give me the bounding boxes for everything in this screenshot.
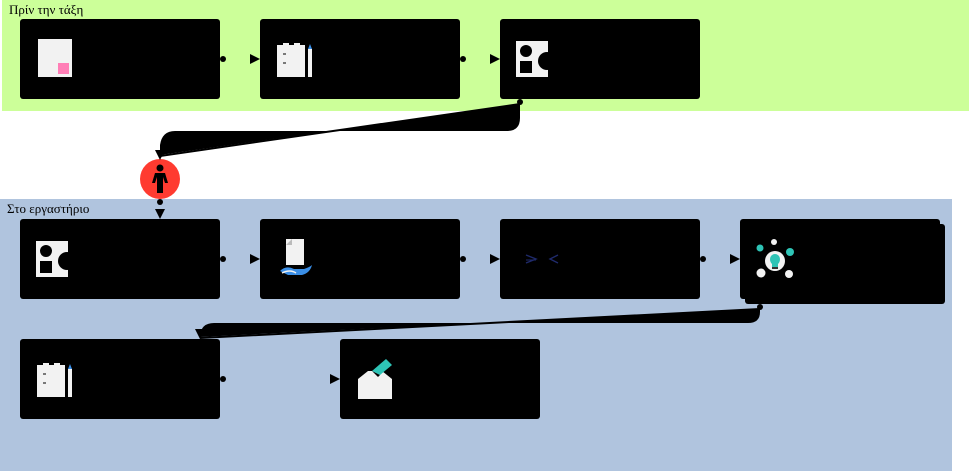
connector-band: [159, 103, 521, 157]
checklist-pencil-icon: [277, 43, 312, 77]
submit-box-icon: [358, 359, 392, 399]
code-brackets-icon: [525, 254, 559, 264]
zone-before-class-label: Πρίν την τάξη: [9, 2, 84, 17]
actor-badge: [140, 159, 180, 199]
activity-card-9[interactable]: [340, 339, 540, 419]
document-icon: [38, 39, 72, 77]
person-icon: [152, 164, 168, 193]
zone-in-workshop-label: Στο εργαστήριο: [7, 201, 90, 216]
activity-card-6[interactable]: [500, 219, 700, 299]
connector-band: [160, 104, 520, 155]
shapes-icon: [516, 41, 556, 77]
activity-card-3[interactable]: [500, 19, 700, 99]
hand-document-icon: [280, 239, 312, 275]
activity-card-7[interactable]: [740, 219, 940, 299]
activity-card-1[interactable]: [20, 19, 220, 99]
activity-card-8[interactable]: [20, 339, 220, 419]
activity-card-2[interactable]: [260, 19, 460, 99]
checklist-pencil-icon: [37, 363, 72, 397]
activity-card-4[interactable]: [20, 219, 220, 299]
idea-network-icon: [756, 239, 794, 278]
shapes-icon: [36, 241, 76, 277]
activity-card-5[interactable]: [260, 219, 460, 299]
